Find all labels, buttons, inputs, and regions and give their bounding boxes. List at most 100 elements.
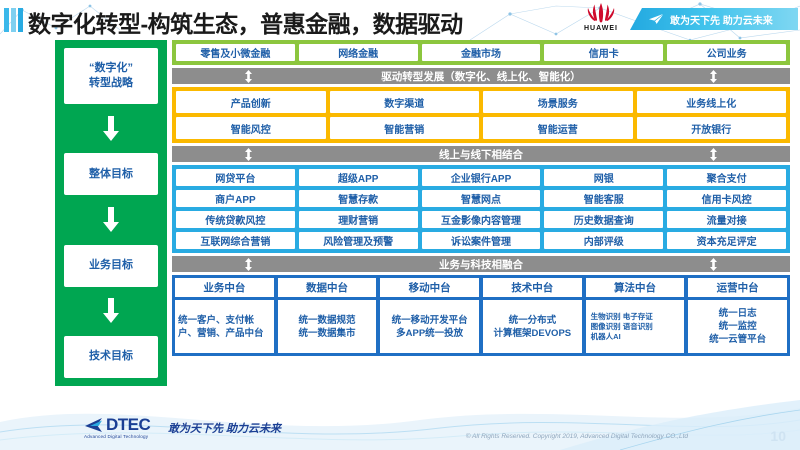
- platform-column-head[interactable]: 移动中台: [380, 278, 479, 297]
- double-vertical-arrow-icon: [245, 69, 252, 83]
- rail-item-strategy[interactable]: “数字化”转型战略: [64, 48, 158, 104]
- platform-column-head[interactable]: 技术中台: [482, 278, 582, 297]
- capability-cell-label: 超级APP: [337, 174, 379, 185]
- capability-cell[interactable]: 资本充足评定: [667, 232, 786, 249]
- capability-cell[interactable]: 智慧网点: [421, 190, 541, 207]
- transformation-cell-label: 智能风控: [230, 124, 271, 136]
- capability-cell[interactable]: 风险管理及预警: [298, 232, 418, 249]
- huawei-logo: HUAWEI: [575, 2, 627, 38]
- business-line-cell[interactable]: 网络金融: [298, 44, 418, 61]
- business-line-cell[interactable]: 金融市场: [421, 44, 541, 61]
- double-vertical-arrow-icon: [245, 257, 252, 271]
- business-line-cell[interactable]: 零售及小微金融: [176, 44, 295, 61]
- capability-cell-label: 资本充足评定: [696, 237, 757, 248]
- capability-cell[interactable]: 流量对接: [667, 211, 786, 228]
- band-drive-label: 驱动转型发展（数字化、线上化、智能化）: [381, 70, 581, 83]
- double-vertical-arrow-icon: [245, 147, 252, 161]
- platform-column: 算法中台生物识别 电子存证图像识别 语音识别机器人AI: [585, 278, 685, 353]
- capability-cell[interactable]: 诉讼案件管理: [421, 232, 541, 249]
- transformation-cell-label: 场景服务: [537, 98, 578, 110]
- capability-cell[interactable]: 网银: [544, 169, 664, 186]
- rail-item-tech-goal-label: 技术目标: [89, 350, 133, 363]
- rail-item-business-goal[interactable]: 业务目标: [64, 244, 158, 287]
- transformation-cell-label: 开放银行: [691, 124, 732, 136]
- platforms-panel: 业务中台统一客户、支付帐户、营销、产品中台数据中台统一数据规范统一数据集市移动中…: [172, 275, 790, 356]
- platform-column-head[interactable]: 数据中台: [277, 278, 377, 297]
- transformation-cell[interactable]: 智能运营: [483, 117, 633, 139]
- capability-cell[interactable]: 历史数据查询: [544, 211, 664, 228]
- capability-cell[interactable]: 互联网综合营销: [176, 232, 295, 249]
- platform-column-head[interactable]: 业务中台: [175, 278, 274, 297]
- platform-column-body: 统一客户、支付帐户、营销、产品中台: [175, 300, 274, 353]
- capability-cell[interactable]: 聚合支付: [667, 169, 786, 186]
- band-online-offline-label: 线上与线下相结合: [439, 148, 523, 161]
- capability-cell[interactable]: 智能客服: [544, 190, 664, 207]
- business-line-cell-label: 零售及小微金融: [200, 49, 271, 60]
- capability-cell-label: 流量对接: [706, 216, 747, 227]
- transformation-cell[interactable]: 业务线上化: [636, 91, 786, 113]
- paper-plane-arrow-icon: [649, 14, 663, 24]
- transformation-cell[interactable]: 智能风控: [176, 117, 326, 139]
- capability-cell[interactable]: 互金影像内容管理: [421, 211, 541, 228]
- capability-cell-label: 互联网综合营销: [200, 237, 271, 248]
- title-accent-bars: [4, 8, 26, 32]
- rail-item-tech-goal[interactable]: 技术目标: [64, 335, 158, 378]
- down-arrow-icon: [103, 298, 119, 324]
- transformation-cell[interactable]: 开放银行: [636, 117, 786, 139]
- capability-cell[interactable]: 超级APP: [298, 169, 418, 186]
- capability-cell[interactable]: 智慧存款: [298, 190, 418, 207]
- capability-cell[interactable]: 传统贷款风控: [176, 211, 295, 228]
- rail-item-business-goal-label: 业务目标: [89, 259, 133, 272]
- huawei-wordmark: HUAWEI: [584, 25, 618, 32]
- capability-cell[interactable]: 商户APP: [176, 190, 295, 207]
- platform-column-head[interactable]: 运营中台: [688, 278, 787, 297]
- transformation-grid: 产品创新 数字渠道 场景服务 业务线上化智能风控 智能营销 智能运营 开放银行: [176, 91, 786, 139]
- platform-column: 运营中台统一日志统一监控统一云管平台: [688, 278, 787, 353]
- capability-cell[interactable]: 企业银行APP: [421, 169, 541, 186]
- business-line-cell-label: 网络金融: [338, 49, 379, 60]
- transformation-cell[interactable]: 场景服务: [483, 91, 633, 113]
- dtec-wordmark: DTEC: [106, 415, 151, 434]
- platform-column: 技术中台统一分布式计算框架DEVOPS: [482, 278, 582, 353]
- rail-item-strategy-label: “数字化”转型战略: [89, 62, 133, 89]
- transformation-cell[interactable]: 数字渠道: [329, 91, 479, 113]
- double-vertical-arrow-icon: [710, 147, 717, 161]
- band-drive-transformation: 驱动转型发展（数字化、线上化、智能化）: [172, 68, 790, 84]
- transformation-cell-label: 数字渠道: [384, 98, 425, 110]
- business-lines-grid: 零售及小微金融 网络金融 金融市场信用卡公司业务: [176, 44, 786, 61]
- capability-cell[interactable]: 内部评级: [544, 232, 664, 249]
- copyright-text: © All Rights Reserved. Copyright 2019, A…: [465, 433, 688, 440]
- double-vertical-arrow-icon: [710, 257, 717, 271]
- rail-arrow-3: [102, 287, 120, 336]
- capability-cell[interactable]: 信用卡风控: [667, 190, 786, 207]
- capability-cell[interactable]: 网贷平台: [176, 169, 295, 186]
- down-arrow-icon: [103, 206, 119, 232]
- capability-cell-label: 风险管理及预警: [323, 237, 394, 248]
- platform-column: 移动中台统一移动开发平台多APP统一投放: [380, 278, 479, 353]
- transformation-cell-label: 智能营销: [384, 124, 425, 136]
- capability-cell-label: 诉讼案件管理: [450, 237, 511, 248]
- transformation-cell-label: 智能运营: [537, 124, 578, 136]
- transformation-cell[interactable]: 产品创新: [176, 91, 326, 113]
- capability-cell-label: 聚合支付: [706, 174, 747, 185]
- band-tech-fusion: 业务与科技相融合: [172, 256, 790, 272]
- business-line-cell[interactable]: 信用卡: [544, 44, 664, 61]
- layer-stack: 零售及小微金融 网络金融 金融市场信用卡公司业务 驱动转型发展（数字化、线上化、智能…: [172, 40, 790, 356]
- platform-column: 业务中台统一客户、支付帐户、营销、产品中台: [175, 278, 274, 353]
- platform-column: 数据中台统一数据规范统一数据集市: [277, 278, 377, 353]
- business-line-cell[interactable]: 公司业务: [667, 44, 786, 61]
- band-online-offline: 线上与线下相结合: [172, 146, 790, 162]
- capability-cell-label: 商户APP: [215, 195, 256, 206]
- band-tech-fusion-label: 业务与科技相融合: [439, 258, 523, 271]
- dtec-arrow-logo-icon: [85, 417, 102, 432]
- platform-column-head[interactable]: 算法中台: [585, 278, 685, 297]
- platform-column-body: 生物识别 电子存证图像识别 语音识别机器人AI: [585, 300, 685, 353]
- down-arrow-icon: [103, 115, 119, 141]
- transformation-cell[interactable]: 智能营销: [329, 117, 479, 139]
- transformation-cell-label: 业务线上化: [686, 98, 737, 110]
- capability-cell[interactable]: 理财营销: [298, 211, 418, 228]
- rail-item-overall-goal[interactable]: 整体目标: [64, 153, 158, 196]
- footer-tagline: 敢为天下先 助力云未来: [168, 423, 282, 435]
